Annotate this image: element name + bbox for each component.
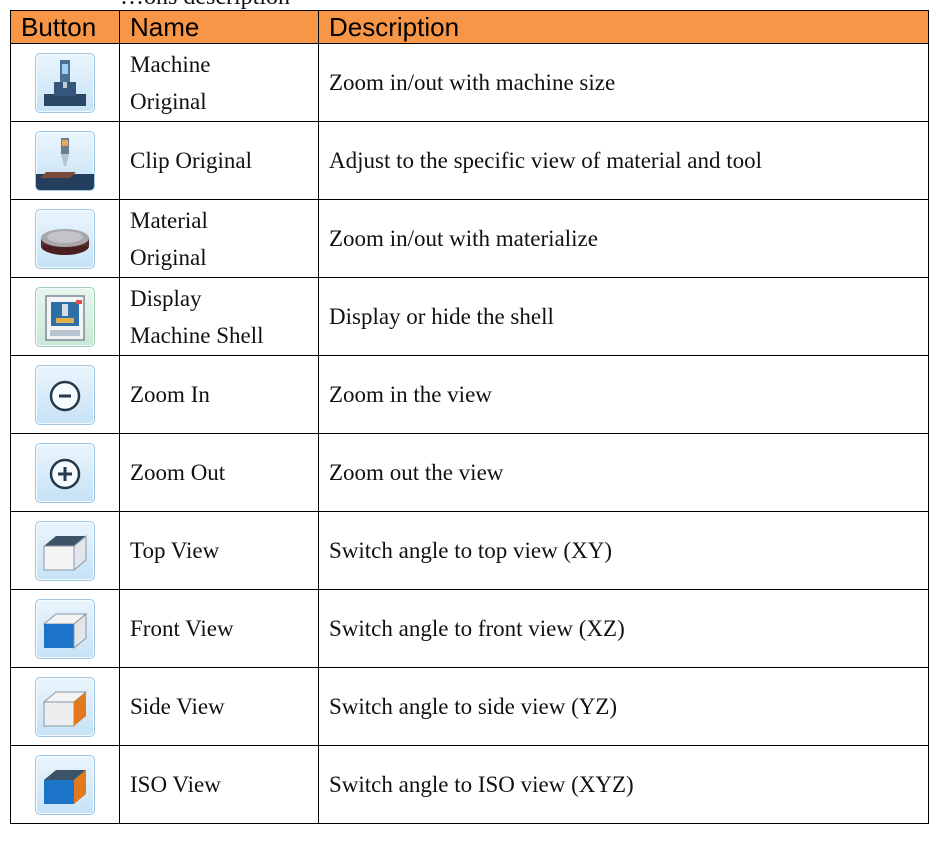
row-description: Zoom in the view bbox=[318, 355, 929, 434]
row-description: Switch angle to side view (YZ) bbox=[318, 667, 929, 746]
row-name: Display Machine Shell bbox=[119, 277, 319, 356]
zoom-plus-icon[interactable] bbox=[35, 442, 95, 503]
row-name: Material Original bbox=[119, 199, 319, 278]
material-original-icon[interactable] bbox=[35, 208, 95, 269]
display-machine-shell-icon[interactable] bbox=[35, 286, 95, 347]
row-name: Top View bbox=[119, 511, 319, 590]
front-view-cube-icon[interactable] bbox=[35, 598, 95, 659]
row-description: Zoom out the view bbox=[318, 433, 929, 512]
table-row: Zoom In Zoom in the view bbox=[10, 355, 929, 434]
table-row: Display Machine Shell Display or hide th… bbox=[10, 277, 929, 356]
header-description: Description bbox=[318, 10, 929, 44]
table-row: Clip Original Adjust to the specific vie… bbox=[10, 121, 929, 200]
table-row: Material Original Zoom in/out with mater… bbox=[10, 199, 929, 278]
table-row: Front View Switch angle to front view (X… bbox=[10, 589, 929, 668]
row-description: Display or hide the shell bbox=[318, 277, 929, 356]
cut-off-caption: …ons description bbox=[120, 0, 360, 10]
row-description: Zoom in/out with materialize bbox=[318, 199, 929, 278]
row-description: Switch angle to front view (XZ) bbox=[318, 589, 929, 668]
row-name: Front View bbox=[119, 589, 319, 668]
table-header-row: Button Name Description bbox=[10, 10, 929, 44]
row-name: Machine Original bbox=[119, 43, 319, 122]
row-name: Zoom Out bbox=[119, 433, 319, 512]
clip-original-icon[interactable] bbox=[35, 130, 95, 191]
zoom-minus-icon[interactable] bbox=[35, 364, 95, 425]
row-description: Switch angle to ISO view (XYZ) bbox=[318, 745, 929, 824]
row-description: Switch angle to top view (XY) bbox=[318, 511, 929, 590]
top-view-cube-icon[interactable] bbox=[35, 520, 95, 581]
row-name: ISO View bbox=[119, 745, 319, 824]
button-description-table: Button Name Description Machine Original bbox=[10, 10, 929, 824]
machine-original-icon[interactable] bbox=[35, 52, 95, 113]
header-name: Name bbox=[119, 10, 319, 44]
side-view-cube-icon[interactable] bbox=[35, 676, 95, 737]
row-name: Side View bbox=[119, 667, 319, 746]
table-row: Machine Original Zoom in/out with machin… bbox=[10, 43, 929, 122]
row-name: Clip Original bbox=[119, 121, 319, 200]
table-row: Side View Switch angle to side view (YZ) bbox=[10, 667, 929, 746]
table-row: ISO View Switch angle to ISO view (XYZ) bbox=[10, 745, 929, 824]
row-description: Zoom in/out with machine size bbox=[318, 43, 929, 122]
row-name: Zoom In bbox=[119, 355, 319, 434]
table-row: Top View Switch angle to top view (XY) bbox=[10, 511, 929, 590]
table-row: Zoom Out Zoom out the view bbox=[10, 433, 929, 512]
row-description: Adjust to the specific view of material … bbox=[318, 121, 929, 200]
header-button: Button bbox=[10, 10, 120, 44]
iso-view-cube-icon[interactable] bbox=[35, 754, 95, 815]
